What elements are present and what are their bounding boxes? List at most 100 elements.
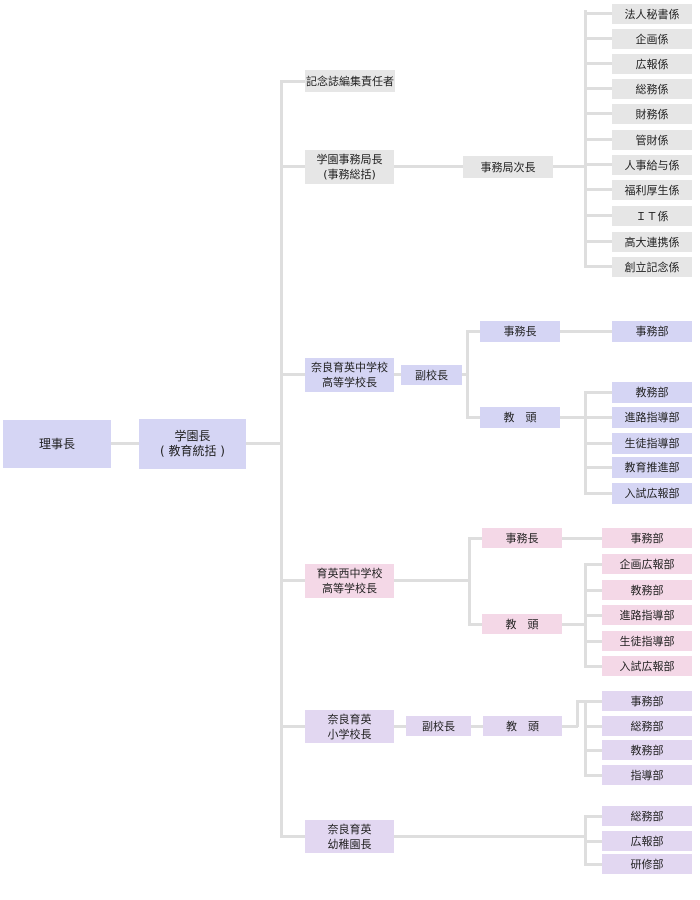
connector xyxy=(394,835,586,838)
nishi-hs-dept-box: 教務部 xyxy=(602,580,692,600)
connector xyxy=(468,537,471,625)
editor-box: 記念誌編集責任者 xyxy=(305,70,395,92)
nishi-hs-dept-box: 入試広報部 xyxy=(602,656,692,676)
connector xyxy=(584,12,612,15)
chairman-box: 理事長 xyxy=(3,420,111,468)
elementary-principal-box: 奈良育英 小学校長 xyxy=(305,710,394,743)
nara-hs-dept-box: 生徒指導部 xyxy=(612,433,692,454)
connector xyxy=(562,623,586,626)
office-unit-box: 財務係 xyxy=(612,104,692,124)
connector xyxy=(584,614,602,617)
connector xyxy=(280,373,305,376)
nara-hs-dept-box: 入試広報部 xyxy=(612,483,692,504)
connector xyxy=(584,840,602,843)
elementary-head-teacher-box: 教 頭 xyxy=(483,716,562,736)
connector xyxy=(584,265,612,268)
connector xyxy=(584,563,602,566)
elementary-dept-box: 事務部 xyxy=(602,691,692,711)
office-unit-box: 人事給与係 xyxy=(612,155,692,175)
kindergarten-dept-box: 総務部 xyxy=(602,806,692,826)
nishi-hs-admin-head-box: 事務長 xyxy=(482,528,562,548)
connector xyxy=(280,165,305,168)
connector xyxy=(280,835,305,838)
connector xyxy=(111,442,139,445)
connector xyxy=(562,537,602,540)
office-unit-box: 創立記念係 xyxy=(612,257,692,277)
kindergarten-dept-box: 研修部 xyxy=(602,854,692,874)
nara-hs-vice-box: 副校長 xyxy=(401,365,462,385)
connector xyxy=(466,416,480,419)
elementary-dept-box: 総務部 xyxy=(602,716,692,736)
connector xyxy=(584,62,612,65)
connector xyxy=(584,37,612,40)
nishi-hs-dept-box: 進路指導部 xyxy=(602,605,692,625)
nishi-hs-dept-box: 企画広報部 xyxy=(602,554,692,574)
nishi-hs-principal-box: 育英西中学校 高等学校長 xyxy=(305,564,394,598)
office-unit-box: 広報係 xyxy=(612,54,692,74)
connector xyxy=(584,665,602,668)
connector xyxy=(584,112,612,115)
connector xyxy=(468,623,482,626)
connector xyxy=(246,442,282,445)
nara-hs-dept-box: 教務部 xyxy=(612,382,692,403)
connector xyxy=(576,700,586,703)
connector xyxy=(584,815,602,818)
connector xyxy=(584,188,612,191)
connector xyxy=(394,725,406,728)
connector xyxy=(584,589,602,592)
connector xyxy=(553,165,586,168)
connector xyxy=(584,700,587,776)
office-director-box: 学園事務局長 (事務総括) xyxy=(305,150,394,184)
connector xyxy=(584,87,612,90)
connector xyxy=(280,579,305,582)
office-unit-box: 法人秘書係 xyxy=(612,4,692,24)
connector xyxy=(584,700,602,703)
connector xyxy=(584,640,602,643)
connector xyxy=(466,330,480,333)
connector xyxy=(466,330,469,418)
nishi-hs-admin-dept-box: 事務部 xyxy=(602,528,692,548)
office-unit-box: 管財係 xyxy=(612,130,692,150)
connector xyxy=(471,725,483,728)
nara-hs-head-teacher-box: 教 頭 xyxy=(480,407,560,428)
connector xyxy=(584,466,612,469)
connector xyxy=(584,240,612,243)
connector xyxy=(584,138,612,141)
connector xyxy=(584,863,602,866)
nara-hs-principal-box: 奈良育英中学校 高等学校長 xyxy=(305,358,394,392)
connector xyxy=(584,391,612,394)
kindergarten-dept-box: 広報部 xyxy=(602,831,692,851)
connector xyxy=(584,492,612,495)
nara-hs-dept-box: 教育推進部 xyxy=(612,457,692,478)
office-unit-box: 福利厚生係 xyxy=(612,180,692,200)
connector xyxy=(280,80,283,838)
office-unit-box: 高大連携係 xyxy=(612,232,692,252)
elementary-dept-box: 指導部 xyxy=(602,765,692,785)
connector xyxy=(560,330,612,333)
connector xyxy=(394,373,401,376)
elementary-vice-box: 副校長 xyxy=(406,716,471,736)
academy-head-box: 学園長 ( 教育統括 ) xyxy=(139,419,246,469)
nara-hs-admin-dept-box: 事務部 xyxy=(612,321,692,342)
connector xyxy=(280,725,305,728)
connector xyxy=(584,725,602,728)
connector xyxy=(562,725,578,728)
kindergarten-principal-box: 奈良育英 幼稚園長 xyxy=(305,820,394,853)
office-unit-box: 企画係 xyxy=(612,29,692,49)
connector xyxy=(468,537,482,540)
nishi-hs-dept-box: 生徒指導部 xyxy=(602,631,692,651)
connector xyxy=(584,163,612,166)
connector xyxy=(560,416,586,419)
connector xyxy=(576,700,579,727)
connector xyxy=(394,165,463,168)
connector xyxy=(462,373,468,376)
elementary-dept-box: 教務部 xyxy=(602,740,692,760)
connector xyxy=(584,416,612,419)
nishi-hs-head-teacher-box: 教 頭 xyxy=(482,614,562,634)
connector xyxy=(584,442,612,445)
nara-hs-dept-box: 進路指導部 xyxy=(612,407,692,428)
nara-hs-admin-head-box: 事務長 xyxy=(480,321,560,342)
office-unit-box: 総務係 xyxy=(612,79,692,99)
connector xyxy=(280,80,305,83)
